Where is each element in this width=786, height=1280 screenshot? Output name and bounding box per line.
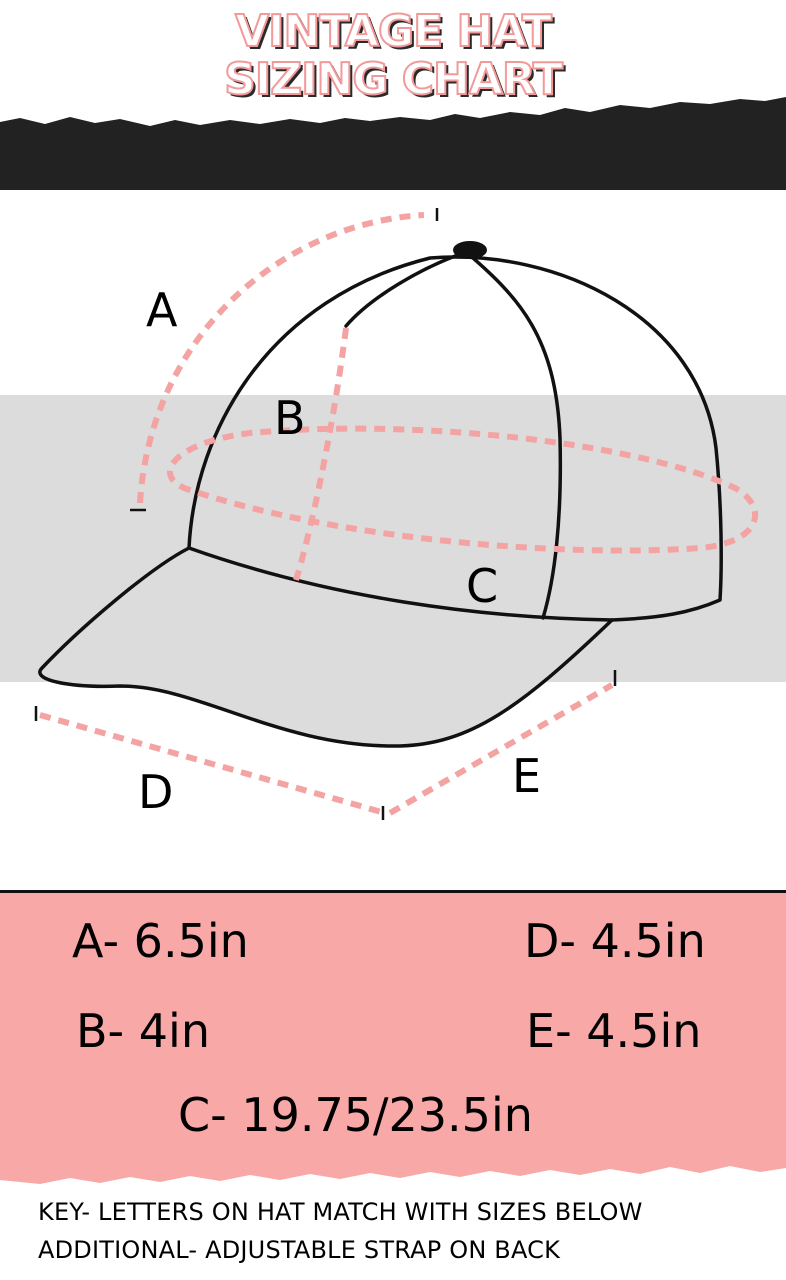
torn-paper-band	[0, 97, 786, 190]
size-c-label: C- 19.75/23.5in	[178, 1088, 533, 1142]
letter-c: C	[466, 559, 498, 613]
key-note: KEY- LETTERS ON HAT MATCH WITH SIZES BEL…	[38, 1198, 643, 1226]
sizes-panel	[0, 890, 786, 1184]
measure-lines	[39, 212, 758, 816]
size-b-label: B- 4in	[76, 1004, 210, 1058]
letter-b: B	[274, 391, 306, 445]
measure-c-line	[167, 425, 758, 554]
hat-button	[453, 241, 487, 259]
hat-outline	[38, 250, 723, 748]
title-block: VINTAGE HAT SIZING CHART	[0, 0, 786, 112]
letter-e: E	[512, 749, 541, 803]
additional-note: ADDITIONAL- ADJUSTABLE STRAP ON BACK	[38, 1236, 561, 1264]
measure-d-line	[39, 712, 386, 816]
letter-d: D	[138, 765, 173, 819]
size-a-label: A- 6.5in	[72, 914, 249, 968]
measure-a-line	[137, 212, 425, 504]
title-line-2: SIZING CHART	[223, 53, 564, 106]
measure-b-line	[293, 327, 349, 581]
letter-a: A	[146, 283, 178, 337]
size-e-label: E- 4.5in	[526, 1004, 702, 1058]
tick-marks	[34, 208, 617, 820]
measure-e-line	[388, 682, 614, 816]
size-d-label: D- 4.5in	[524, 914, 706, 968]
title-line-1: VINTAGE HAT	[234, 5, 553, 58]
hat-diagram: A B C D E	[0, 208, 786, 820]
